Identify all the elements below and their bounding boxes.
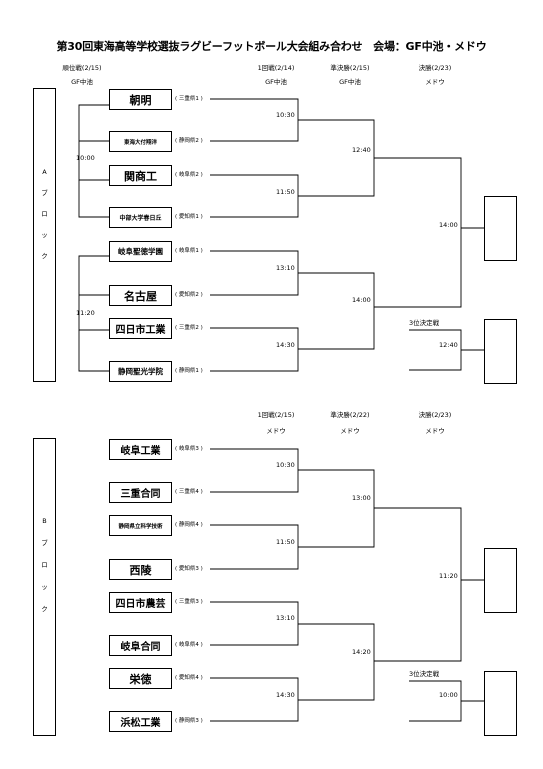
team-prefecture: ( 岐阜県2 ) <box>175 172 203 178</box>
result-box-third <box>484 671 517 736</box>
team-box: 四日市農芸 <box>109 592 172 613</box>
header-semi-venue: GF中池 <box>339 78 361 86</box>
match-time: 14:00 <box>439 221 458 229</box>
match-time: 14:30 <box>276 691 295 699</box>
header-final: 決勝(2/23) <box>418 411 452 419</box>
match-time: 10:30 <box>276 461 295 469</box>
team-prefecture: ( 岐阜県4 ) <box>175 642 203 648</box>
team-box: 浜松工業 <box>109 711 172 732</box>
block-a-label-char: ッ <box>41 231 48 239</box>
team-prefecture: ( 岐阜県3 ) <box>175 446 203 452</box>
third-place-label: 3位決定戦 <box>409 670 440 678</box>
header-final-venue: メドウ <box>425 427 445 435</box>
match-time: 13:10 <box>276 264 295 272</box>
header-semi-venue: メドウ <box>340 427 360 435</box>
match-time: 13:10 <box>276 614 295 622</box>
block-b-label-char: ッ <box>41 583 48 591</box>
match-time: 12:40 <box>352 146 371 154</box>
team-prefecture: ( 静岡県1 ) <box>175 368 203 374</box>
match-time: 11:20 <box>76 309 95 317</box>
header-round1-venue: メドウ <box>266 427 286 435</box>
third-place-label: 3位決定戦 <box>409 319 440 327</box>
match-time: 10:00 <box>439 691 458 699</box>
match-time: 14:20 <box>352 648 371 656</box>
block-a-label-char: ク <box>41 252 48 260</box>
team-box: 三重合同 <box>109 482 172 503</box>
header-ranking-venue: GF中池 <box>71 78 93 86</box>
team-prefecture: ( 静岡県2 ) <box>175 138 203 144</box>
block-a-box <box>33 88 56 382</box>
team-box: 岐阜合同 <box>109 635 172 656</box>
team-box: 朝明 <box>109 89 172 110</box>
header-semi: 準決勝(2/22) <box>330 411 370 419</box>
match-time: 14:30 <box>276 341 295 349</box>
header-semi: 準決勝(2/15) <box>330 64 370 72</box>
block-a-label-char: ブ <box>41 189 48 197</box>
team-box: 岐阜聖徳学園 <box>109 241 172 262</box>
block-a-label-char: ロ <box>41 210 48 218</box>
block-a-label-char: A <box>42 168 47 176</box>
team-prefecture: ( 三重県1 ) <box>175 96 203 102</box>
block-b-label-char: ク <box>41 605 48 613</box>
match-time: 13:00 <box>352 494 371 502</box>
team-box: 東海大付翔洋 <box>109 131 172 152</box>
page-title: 第30回東海高等学校選抜ラグビーフットボール大会組み合わせ 会場：GF中池・メド… <box>56 40 487 53</box>
block-b-label-char: ロ <box>41 561 48 569</box>
result-box-final <box>484 548 517 613</box>
team-box: 四日市工業 <box>109 318 172 339</box>
team-box: 岐阜工業 <box>109 439 172 460</box>
team-box: 関商工 <box>109 165 172 186</box>
block-b-box <box>33 438 56 736</box>
match-time: 10:30 <box>276 111 295 119</box>
header-ranking: 順位戦(2/15) <box>62 64 102 72</box>
team-box: 中部大学春日丘 <box>109 207 172 228</box>
header-round1: 1回戦(2/15) <box>257 411 295 419</box>
team-prefecture: ( 三重県2 ) <box>175 325 203 331</box>
team-prefecture: ( 静岡県3 ) <box>175 718 203 724</box>
team-prefecture: ( 愛知県3 ) <box>175 566 203 572</box>
team-prefecture: ( 愛知県1 ) <box>175 214 203 220</box>
match-time: 14:00 <box>352 296 371 304</box>
team-box: 名古屋 <box>109 285 172 306</box>
team-box: 西陵 <box>109 559 172 580</box>
block-b-label-char: ブ <box>41 539 48 547</box>
team-box: 静岡聖光学院 <box>109 361 172 382</box>
team-prefecture: ( 三重県3 ) <box>175 599 203 605</box>
team-box: 栄徳 <box>109 668 172 689</box>
team-box: 静岡県立科学技術 <box>109 515 172 536</box>
team-prefecture: ( 愛知県4 ) <box>175 675 203 681</box>
team-prefecture: ( 静岡県4 ) <box>175 522 203 528</box>
header-round1-venue: GF中池 <box>265 78 287 86</box>
result-box-final <box>484 196 517 261</box>
header-round1: 1回戦(2/14) <box>257 64 295 72</box>
team-prefecture: ( 岐阜県1 ) <box>175 248 203 254</box>
block-b-label-char: B <box>42 517 47 525</box>
match-time: 11:50 <box>276 188 295 196</box>
match-time: 11:50 <box>276 538 295 546</box>
match-time: 12:40 <box>439 341 458 349</box>
team-prefecture: ( 三重県4 ) <box>175 489 203 495</box>
header-final-venue: メドウ <box>425 78 445 86</box>
team-prefecture: ( 愛知県2 ) <box>175 292 203 298</box>
result-box-third <box>484 319 517 384</box>
match-time: 10:00 <box>76 154 95 162</box>
header-final: 決勝(2/23) <box>418 64 452 72</box>
match-time: 11:20 <box>439 572 458 580</box>
